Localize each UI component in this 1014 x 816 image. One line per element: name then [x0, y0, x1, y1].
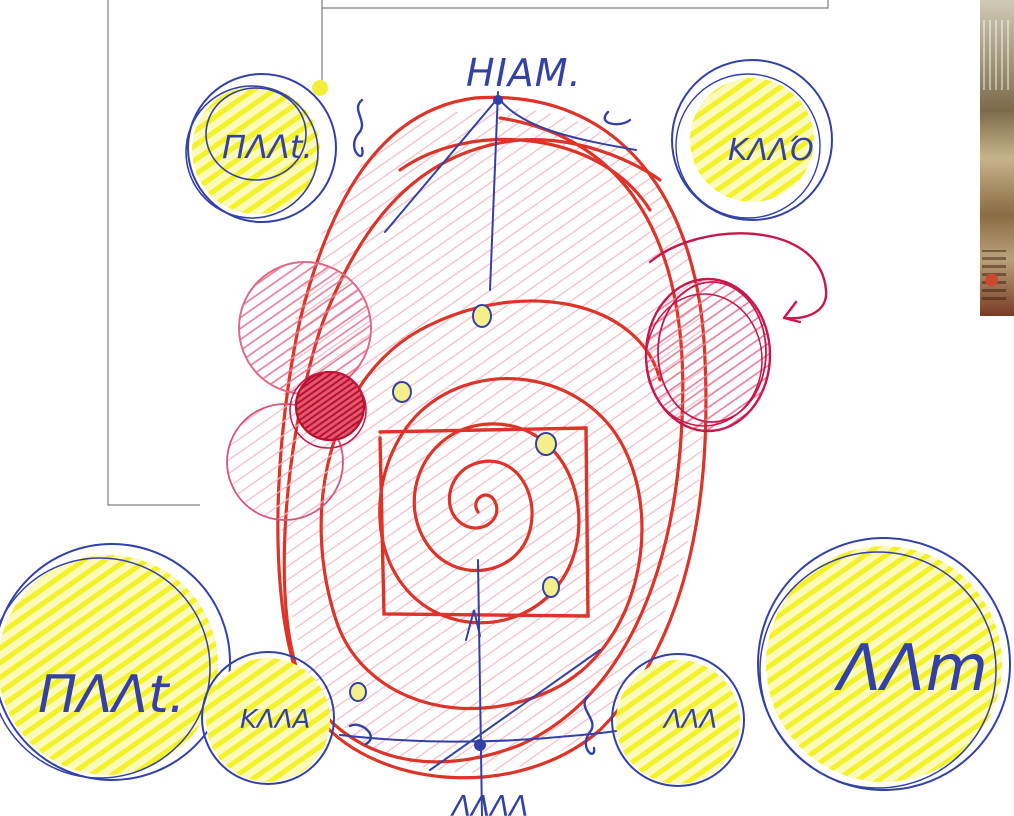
small-marks [349, 304, 560, 702]
axis-bottom-node [474, 739, 486, 751]
circle-top-right [671, 59, 833, 221]
left-pink-circles [226, 261, 372, 521]
blue-axis-lines [339, 91, 671, 816]
label-bottom-left-small: ΚΛΛΑ [240, 705, 310, 735]
hook-marks [348, 98, 632, 755]
circle-bottom-left-small [201, 651, 335, 785]
label-top-left-circle: ΠΛΛt. [222, 128, 313, 166]
red-square [378, 426, 590, 618]
crimson-curved-arrow [648, 232, 828, 324]
label-bottom-left-big: ΠΛΛt. [38, 665, 185, 725]
right-pink-circles [644, 277, 772, 433]
pink-hatched-area [279, 108, 705, 773]
circle-bottom-right-big [757, 537, 1011, 791]
circle-top-left [185, 73, 337, 223]
photo-strip-image [980, 0, 1014, 316]
label-top-right-circle: ΚΛΛΌ [728, 133, 814, 168]
label-bottom: ΛΛΛΛ [450, 790, 529, 816]
circle-bottom-right-small [611, 653, 745, 787]
circle-bottom-left-big [0, 543, 231, 781]
frame-lines [107, 0, 829, 506]
label-bottom-right-big: ΛΛm [833, 632, 988, 706]
axis-top-node [493, 95, 503, 105]
label-top: HIAM. [466, 51, 582, 95]
label-bottom-right-small: ΛΛΛ [662, 705, 717, 735]
yellow-marker-dot [312, 80, 328, 96]
red-spiral [319, 299, 662, 711]
